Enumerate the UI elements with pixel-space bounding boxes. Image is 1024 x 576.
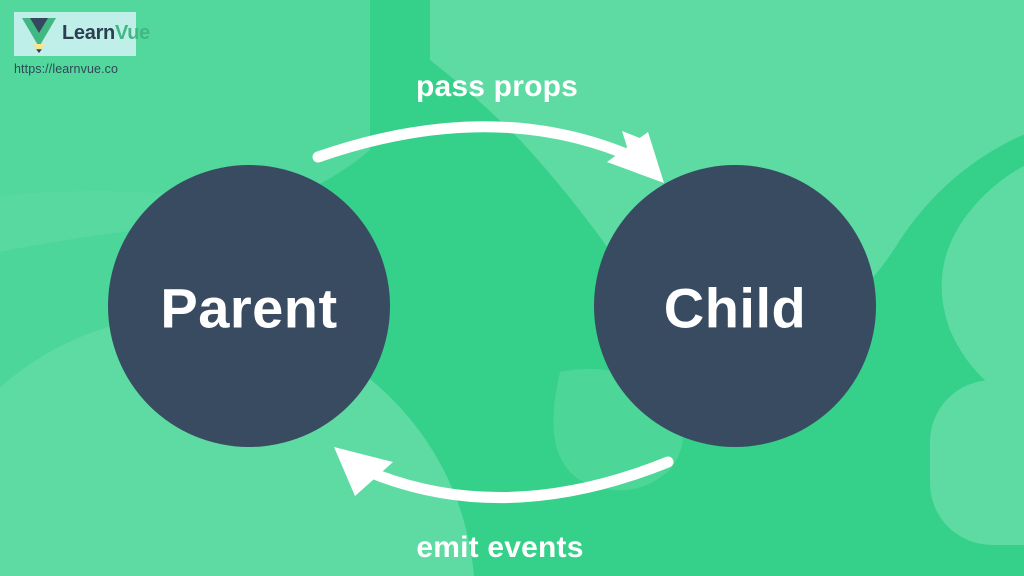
blob-right-edge [941, 165, 1024, 407]
edge-label-pass-props: pass props [415, 70, 579, 103]
arrow-emit-events [334, 447, 674, 504]
logo-word-learn: Learn [62, 22, 115, 44]
brand-block: LearnVue https://learnvue.co [14, 12, 194, 76]
logo-word-vue: Vue [114, 22, 151, 44]
arrow-emit-events-curve [354, 456, 674, 504]
arrow-pass-props-curve [312, 121, 646, 166]
arrow-emit-events-head [334, 447, 393, 496]
arrow-pass-props [312, 121, 664, 183]
logo-badge[interactable]: LearnVue [14, 12, 150, 56]
logo-wordmark: LearnVue [62, 21, 150, 45]
edge-label-emit-events: emit events [416, 531, 584, 564]
arrow-pass-props-head-solid [607, 132, 664, 183]
node-label-child: Child [663, 276, 807, 340]
node-circle-child[interactable] [594, 165, 876, 447]
node-label-parent: Parent [160, 276, 338, 340]
brand-url[interactable]: https://learnvue.co [14, 62, 119, 76]
node-circle-parent[interactable] [108, 165, 390, 447]
blob-bottom-left-tail [0, 412, 420, 576]
vue-pencil-logo-icon [22, 18, 56, 53]
blob-bottom-right-rounded [930, 380, 1024, 545]
